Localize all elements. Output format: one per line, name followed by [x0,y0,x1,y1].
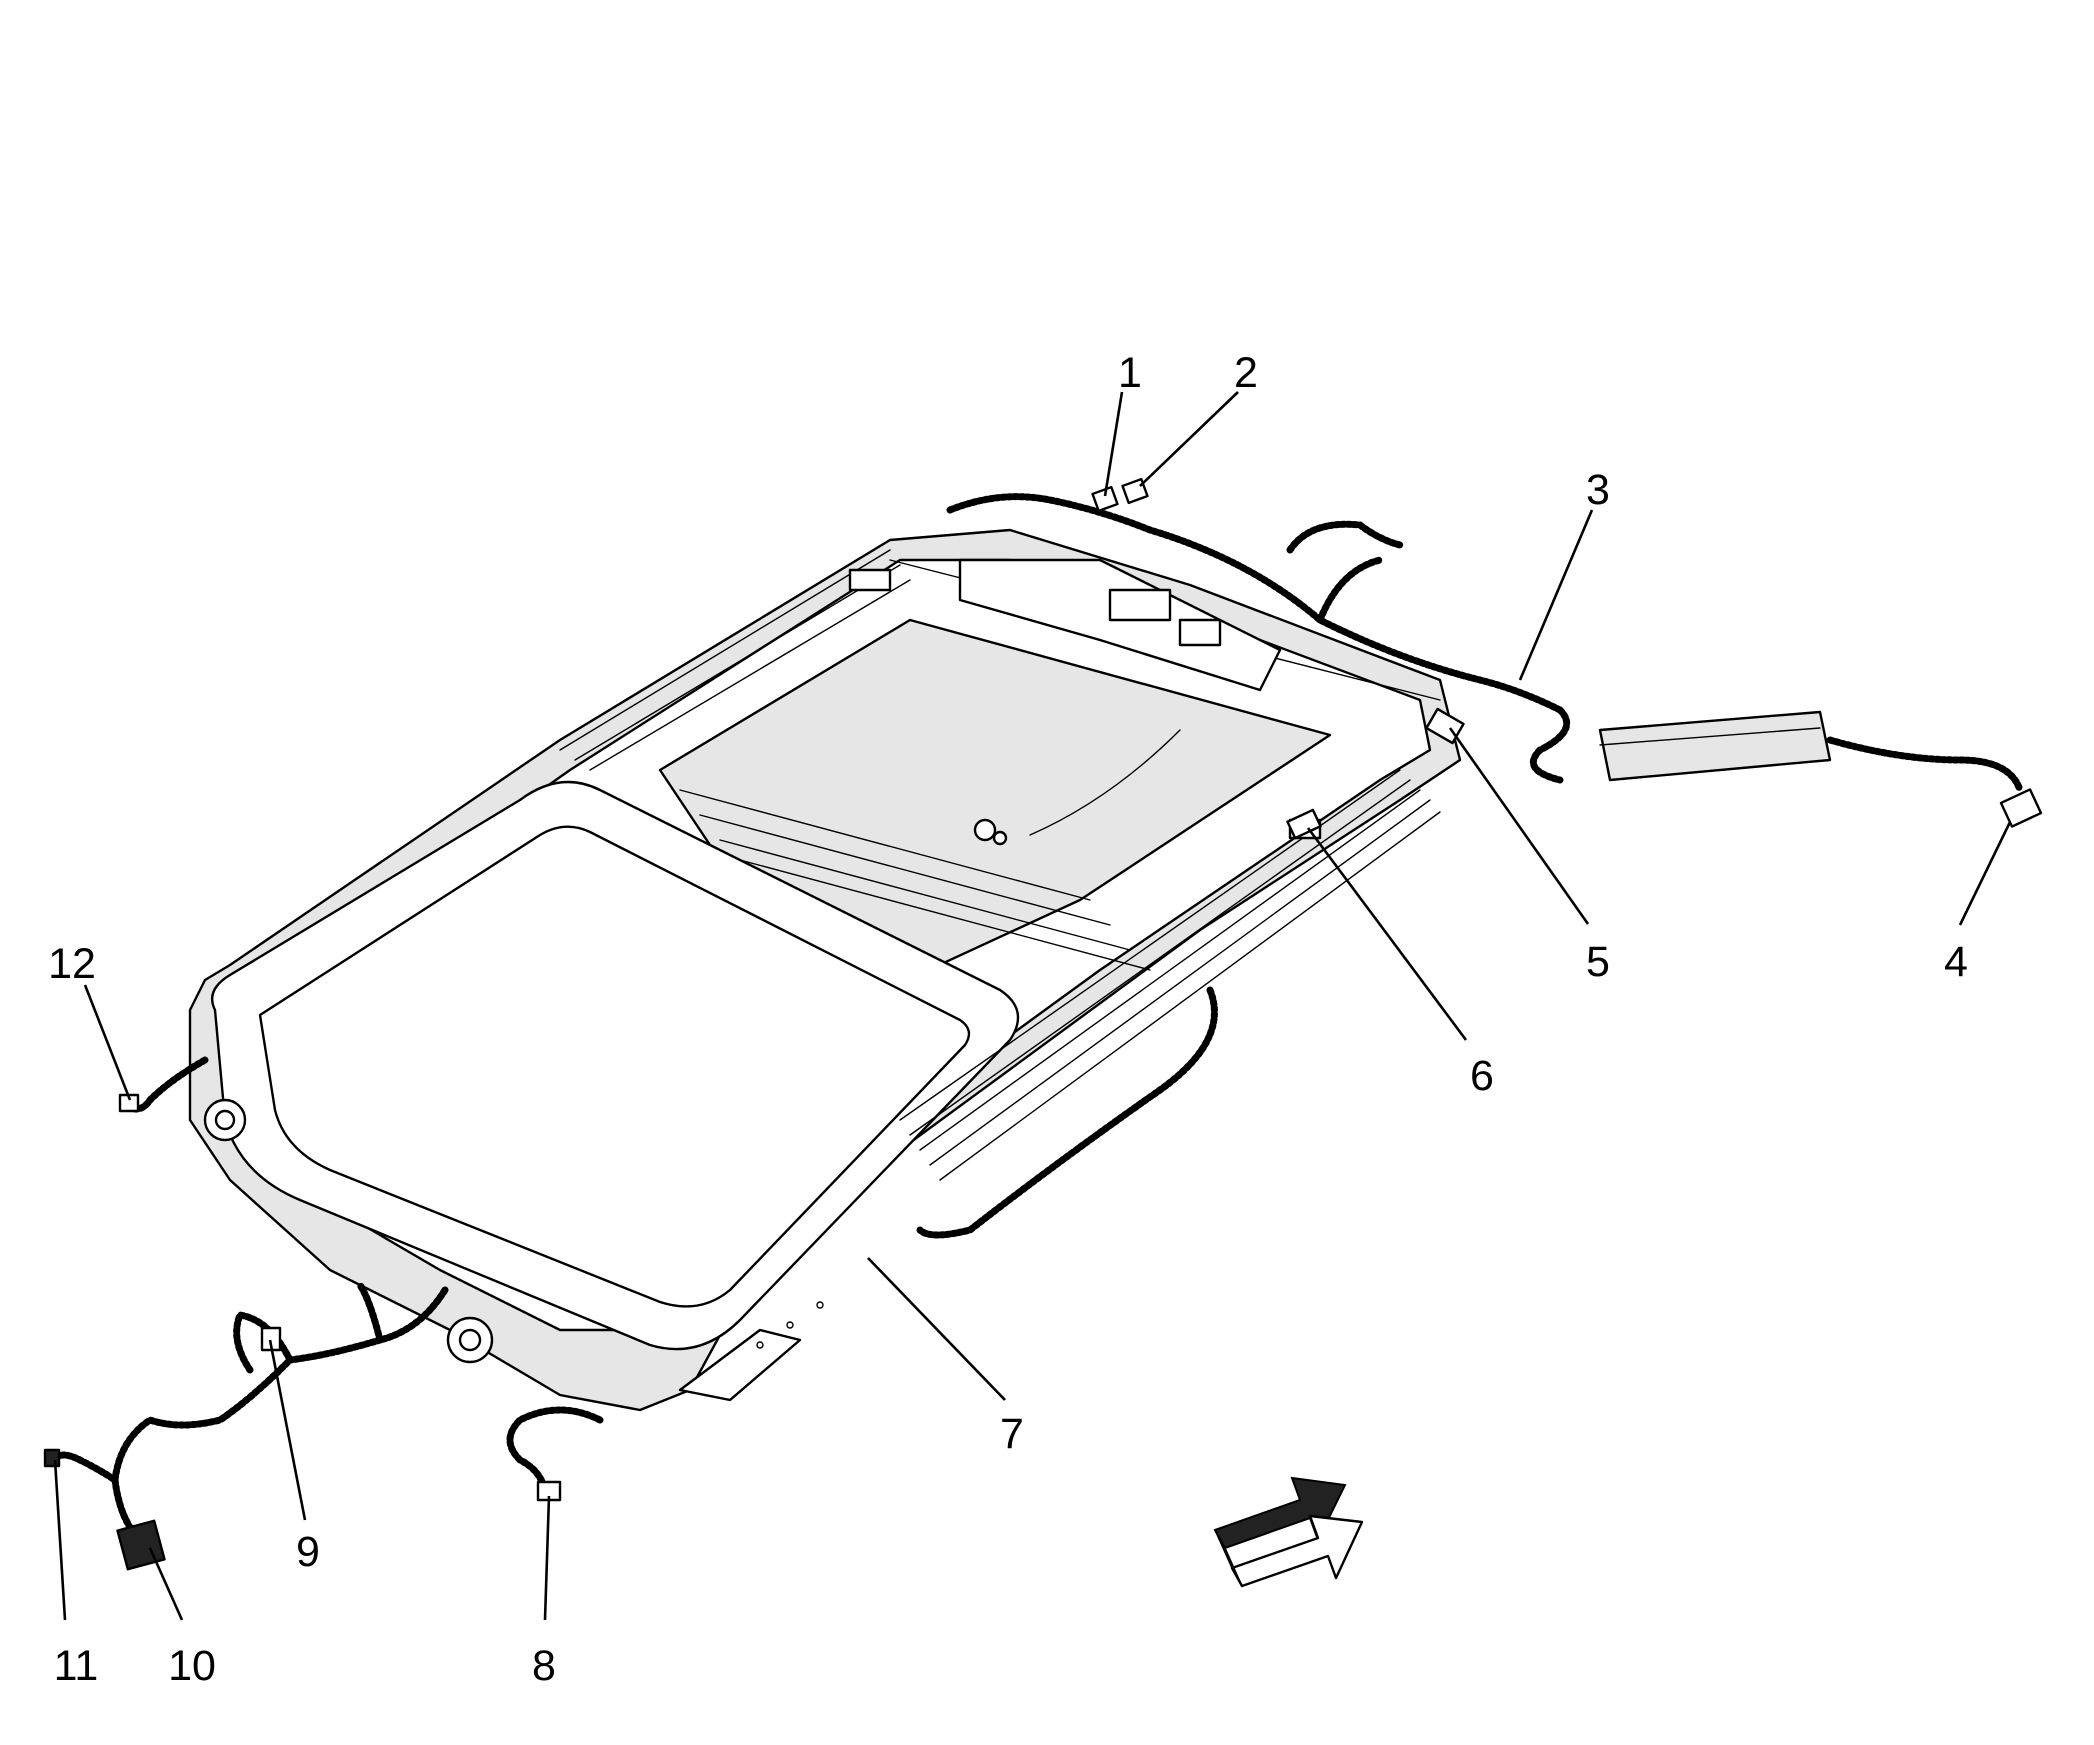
callout-2: 2 [1234,349,1258,397]
callout-5: 5 [1586,938,1610,986]
leader-11 [53,1459,67,1621]
leader-12 [83,984,132,1101]
callout-6: 6 [1470,1052,1494,1100]
leader-7 [867,1257,1006,1401]
leader-3 [1518,509,1594,681]
callout-9: 9 [296,1528,320,1576]
leader-6 [1306,827,1468,1041]
front-direction-arrow-icon [1213,1476,1364,1588]
callout-numbers: 1 2 3 4 5 6 7 8 9 10 11 12 [48,349,1968,1690]
callout-3: 3 [1586,466,1610,514]
leader-4 [1958,821,2012,926]
callout-12: 12 [48,940,96,988]
callout-11: 11 [54,1642,99,1690]
callout-4: 4 [1944,938,1968,986]
leader-10 [148,1547,184,1621]
leader-8 [543,1495,551,1621]
wiring-harnesses [51,493,2024,1544]
leader-lines [53,391,2012,1621]
sunroof-frame [188,528,1462,1412]
callout-1: 1 [1118,349,1142,397]
leader-1 [1103,391,1124,497]
callout-7: 7 [1000,1410,1024,1458]
callout-8: 8 [532,1642,556,1690]
leader-2 [1139,391,1239,487]
leader-9 [268,1339,307,1521]
leader-5 [1448,727,1590,925]
callout-10: 10 [168,1642,216,1690]
